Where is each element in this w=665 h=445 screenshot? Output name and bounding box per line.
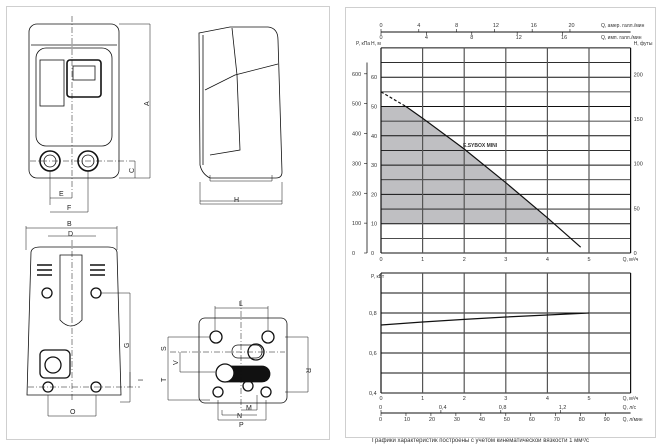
dimension-label-m: M (246, 405, 252, 412)
x-tick-label-power: 0 (380, 396, 383, 402)
y-tick-label-kpa: 500 (352, 102, 361, 108)
y-tick-label-h: 10 (371, 222, 377, 228)
lmin-tick-label: 70 (554, 417, 560, 423)
dimension-label-l: L (239, 301, 243, 308)
power-axis-label: P, кВт (371, 274, 385, 280)
y-tick-label-power: 0,6 (369, 351, 377, 357)
y-tick-label-h: 50 (371, 105, 377, 111)
y-tick-label-kpa: 0 (352, 251, 355, 257)
x-tick-label-top-chart: 2 (463, 257, 466, 263)
dimension-label-b: B (67, 221, 72, 228)
us-gpm-tick-label: 4 (417, 23, 420, 29)
x-tick-label-power: 2 (463, 396, 466, 402)
performance-chart-panel (345, 7, 656, 438)
us-gpm-tick-label: 16 (531, 23, 537, 29)
y-tick-label-kpa: 100 (352, 221, 361, 227)
y-tick-label-ft: 150 (634, 117, 643, 123)
y-tick-label-h: 40 (371, 134, 377, 140)
x-tick-label-top-chart: 0 (380, 257, 383, 263)
bottom-view-drawing (167, 300, 309, 421)
dimension-label-f: F (67, 205, 71, 212)
dimension-label-v: V (173, 360, 180, 365)
y-tick-label-power: 0,8 (369, 311, 377, 317)
lmin-tick-label: 90 (604, 417, 610, 423)
head-axis-label: H, м (371, 41, 381, 47)
dimension-label-i: I (138, 379, 145, 381)
ls-tick-label: 0 (379, 405, 382, 411)
imp-gpm-tick-label: 16 (561, 35, 567, 41)
y-tick-label-ft: 50 (634, 206, 640, 212)
us-gpm-axis-label: Q, амер. галл./мин (601, 23, 645, 29)
side-view-drawing (198, 26, 283, 205)
imp-gpm-tick-label: 4 (425, 35, 428, 41)
lmin-tick-label: 0 (379, 417, 382, 423)
x-tick-label-power: 5 (588, 396, 591, 402)
dimension-label-r: R (304, 368, 311, 373)
chart-caption: Графики характеристик построены с учетом… (372, 438, 590, 444)
lmin-tick-label: 20 (429, 417, 435, 423)
x-tick-label-power: 4 (546, 396, 549, 402)
dimension-label-g: G (124, 343, 131, 348)
us-gpm-tick-label: 20 (568, 23, 574, 29)
y-tick-label-kpa: 300 (352, 161, 361, 167)
y-tick-label-ft: 100 (634, 162, 643, 168)
lmin-tick-label: 40 (479, 417, 485, 423)
x-axis-label-top-chart: Q, м³/ч (623, 257, 639, 263)
lmin-tick-label: 80 (579, 417, 585, 423)
head-curve-dashed (380, 91, 407, 108)
lmin-tick-label: 10 (404, 417, 410, 423)
ls-tick-label: 0,4 (439, 405, 447, 411)
x-tick-label-top-chart: 1 (421, 257, 424, 263)
head-curve (405, 106, 582, 248)
dimension-label-s: S (161, 346, 168, 351)
dimension-label-h: H (234, 197, 239, 204)
y-tick-label-kpa: 600 (352, 72, 361, 78)
x-tick-label-top-chart: 5 (588, 257, 591, 263)
y-tick-label-power: 0,4 (369, 391, 377, 397)
y-tick-label-kpa: 200 (352, 191, 361, 197)
power-curve (380, 312, 590, 326)
y-tick-label-h: 20 (371, 192, 377, 198)
y-tick-label-h: 30 (371, 163, 377, 169)
dimension-drawings-panel (6, 6, 330, 440)
x-tick-label-power: 1 (421, 396, 424, 402)
pressure-axis-label: P, кПа (356, 41, 370, 47)
y-tick-label-h: 0 (371, 251, 374, 257)
us-gpm-tick-label: 0 (380, 23, 383, 29)
front-view-drawing (28, 16, 151, 213)
lmin-tick-label: 50 (504, 417, 510, 423)
series-label: E.SYBOX MINI (463, 143, 498, 149)
y-tick-label-h: 60 (371, 75, 377, 81)
lmin-axis-label: Q, л/мин (623, 417, 643, 423)
x-tick-label-top-chart: 3 (504, 257, 507, 263)
y-tick-label-ft: 200 (634, 72, 643, 78)
us-gpm-tick-label: 12 (493, 23, 499, 29)
x-tick-label-top-chart: 4 (546, 257, 549, 263)
lmin-tick-label: 60 (529, 417, 535, 423)
y-tick-label-kpa: 400 (352, 132, 361, 138)
dimension-label-e: E (59, 191, 64, 198)
imp-gpm-tick-label: 12 (516, 35, 522, 41)
dimension-label-c: C (129, 168, 136, 173)
ls-axis-label: Q, л/с (623, 405, 637, 411)
imp-gpm-tick-label: 0 (380, 35, 383, 41)
dimension-label-o: O (70, 409, 76, 416)
dimension-label-n: N (237, 413, 242, 420)
back-view-drawing (25, 226, 140, 417)
feet-axis-label: H, футы (634, 41, 653, 47)
ls-tick-label: 1,2 (559, 405, 567, 411)
us-gpm-tick-label: 8 (455, 23, 458, 29)
dimension-label-t: T (161, 377, 168, 382)
imp-gpm-axis-label: Q, имп. галл./мин (601, 35, 642, 41)
y-tick-label-ft: 0 (634, 251, 637, 257)
dimension-label-d: D (68, 231, 73, 238)
imp-gpm-tick-label: 8 (470, 35, 473, 41)
ls-tick-label: 0,8 (499, 405, 507, 411)
x-axis-label-power: Q, м³/ч (623, 396, 639, 402)
dimension-label-p: P (239, 422, 244, 429)
lmin-tick-label: 30 (454, 417, 460, 423)
x-tick-label-power: 3 (504, 396, 507, 402)
dimension-label-a: A (144, 101, 151, 106)
